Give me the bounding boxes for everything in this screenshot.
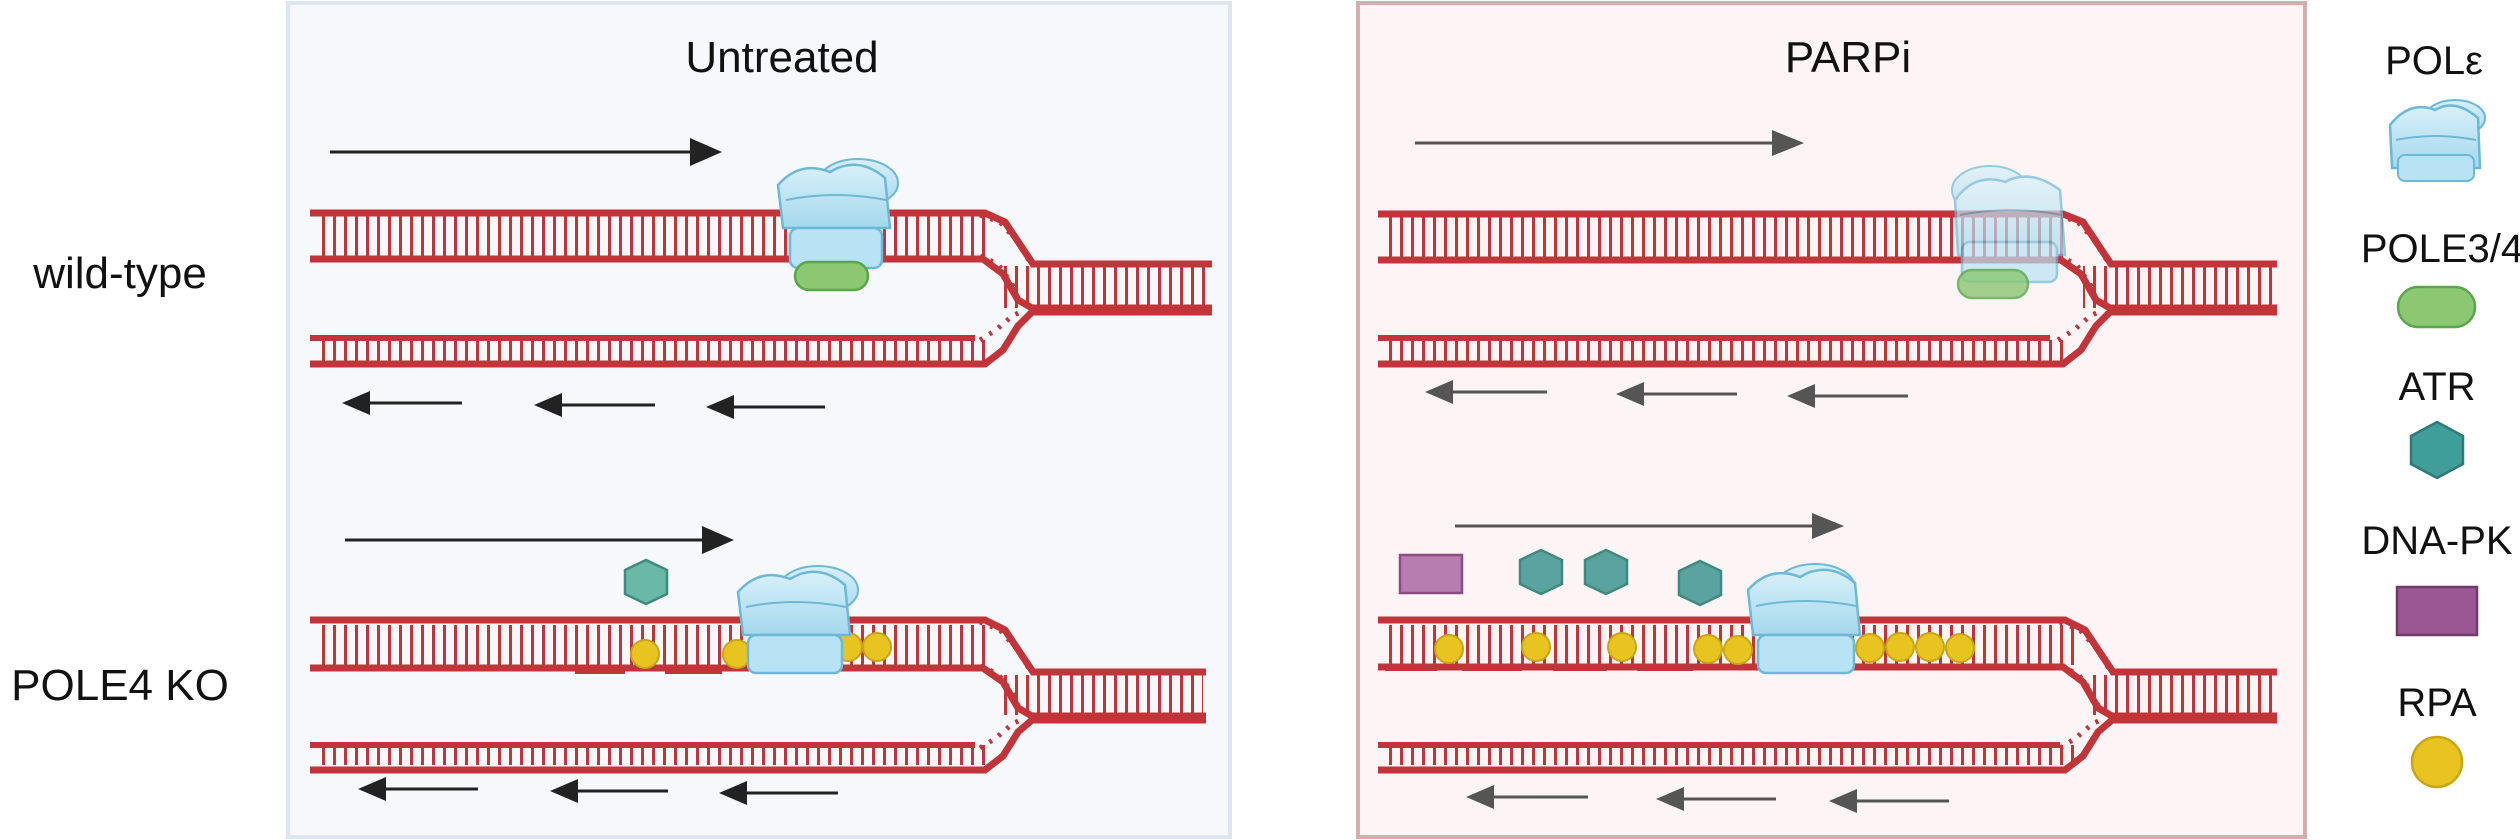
row-label-wild-type: wild-type	[32, 249, 207, 298]
leading-strand-arrowhead	[1812, 513, 1844, 539]
rpa-circle-icon	[2410, 735, 2464, 789]
legend-label-rpa: RPA	[2397, 681, 2477, 725]
legend-label-dna-pk: DNA-PK	[2361, 519, 2512, 563]
legend-label-pol-epsilon: POLε	[2385, 39, 2483, 83]
leading-strand-arrowhead	[1772, 130, 1804, 156]
legend-label-atr: ATR	[2398, 365, 2475, 409]
polymerase-epsilon-complex	[1746, 563, 1862, 675]
atr-hexagon	[1583, 548, 1629, 596]
atr-hexagon	[623, 558, 669, 606]
polymerase-epsilon-complex	[1951, 165, 2067, 284]
dna-pk-rect-icon	[2395, 585, 2479, 637]
okazaki-arrows-untreated-pole4-ko	[358, 777, 838, 805]
polymerase-epsilon-complex	[736, 565, 859, 675]
polymerase-epsilon-icon	[2388, 99, 2486, 182]
dna-pk-rect	[1398, 553, 1464, 595]
pole34-subunit	[793, 260, 870, 292]
okazaki-arrows-untreated-wild-type	[342, 391, 825, 419]
pole34-subunit	[1956, 268, 2030, 300]
row-label-pole4-ko: POLE4 KO	[11, 661, 229, 710]
parpi-panel-title: PARPi	[1785, 33, 1911, 82]
leading-strand-arrowhead	[702, 526, 734, 554]
atr-hexagon	[1677, 559, 1723, 607]
okazaki-arrows-parpi-pole4-ko	[1466, 785, 1949, 813]
rpa-cluster	[1434, 632, 1975, 665]
legend: POLε POLE3/4 ATR DNA-PK RPA	[2361, 39, 2520, 789]
legend-label-pole34: POLE3/4	[2361, 227, 2520, 271]
pole34-pill-icon	[2396, 285, 2477, 329]
okazaki-arrows-parpi-wild-type	[1425, 380, 1908, 408]
atr-hexagon	[1518, 548, 1564, 596]
rpa-cluster	[630, 632, 892, 669]
untreated-panel-title: Untreated	[685, 33, 878, 82]
polymerase-epsilon-complex	[776, 158, 899, 270]
leading-strand-arrowhead	[690, 138, 722, 166]
atr-hexagon-icon	[2409, 420, 2465, 480]
